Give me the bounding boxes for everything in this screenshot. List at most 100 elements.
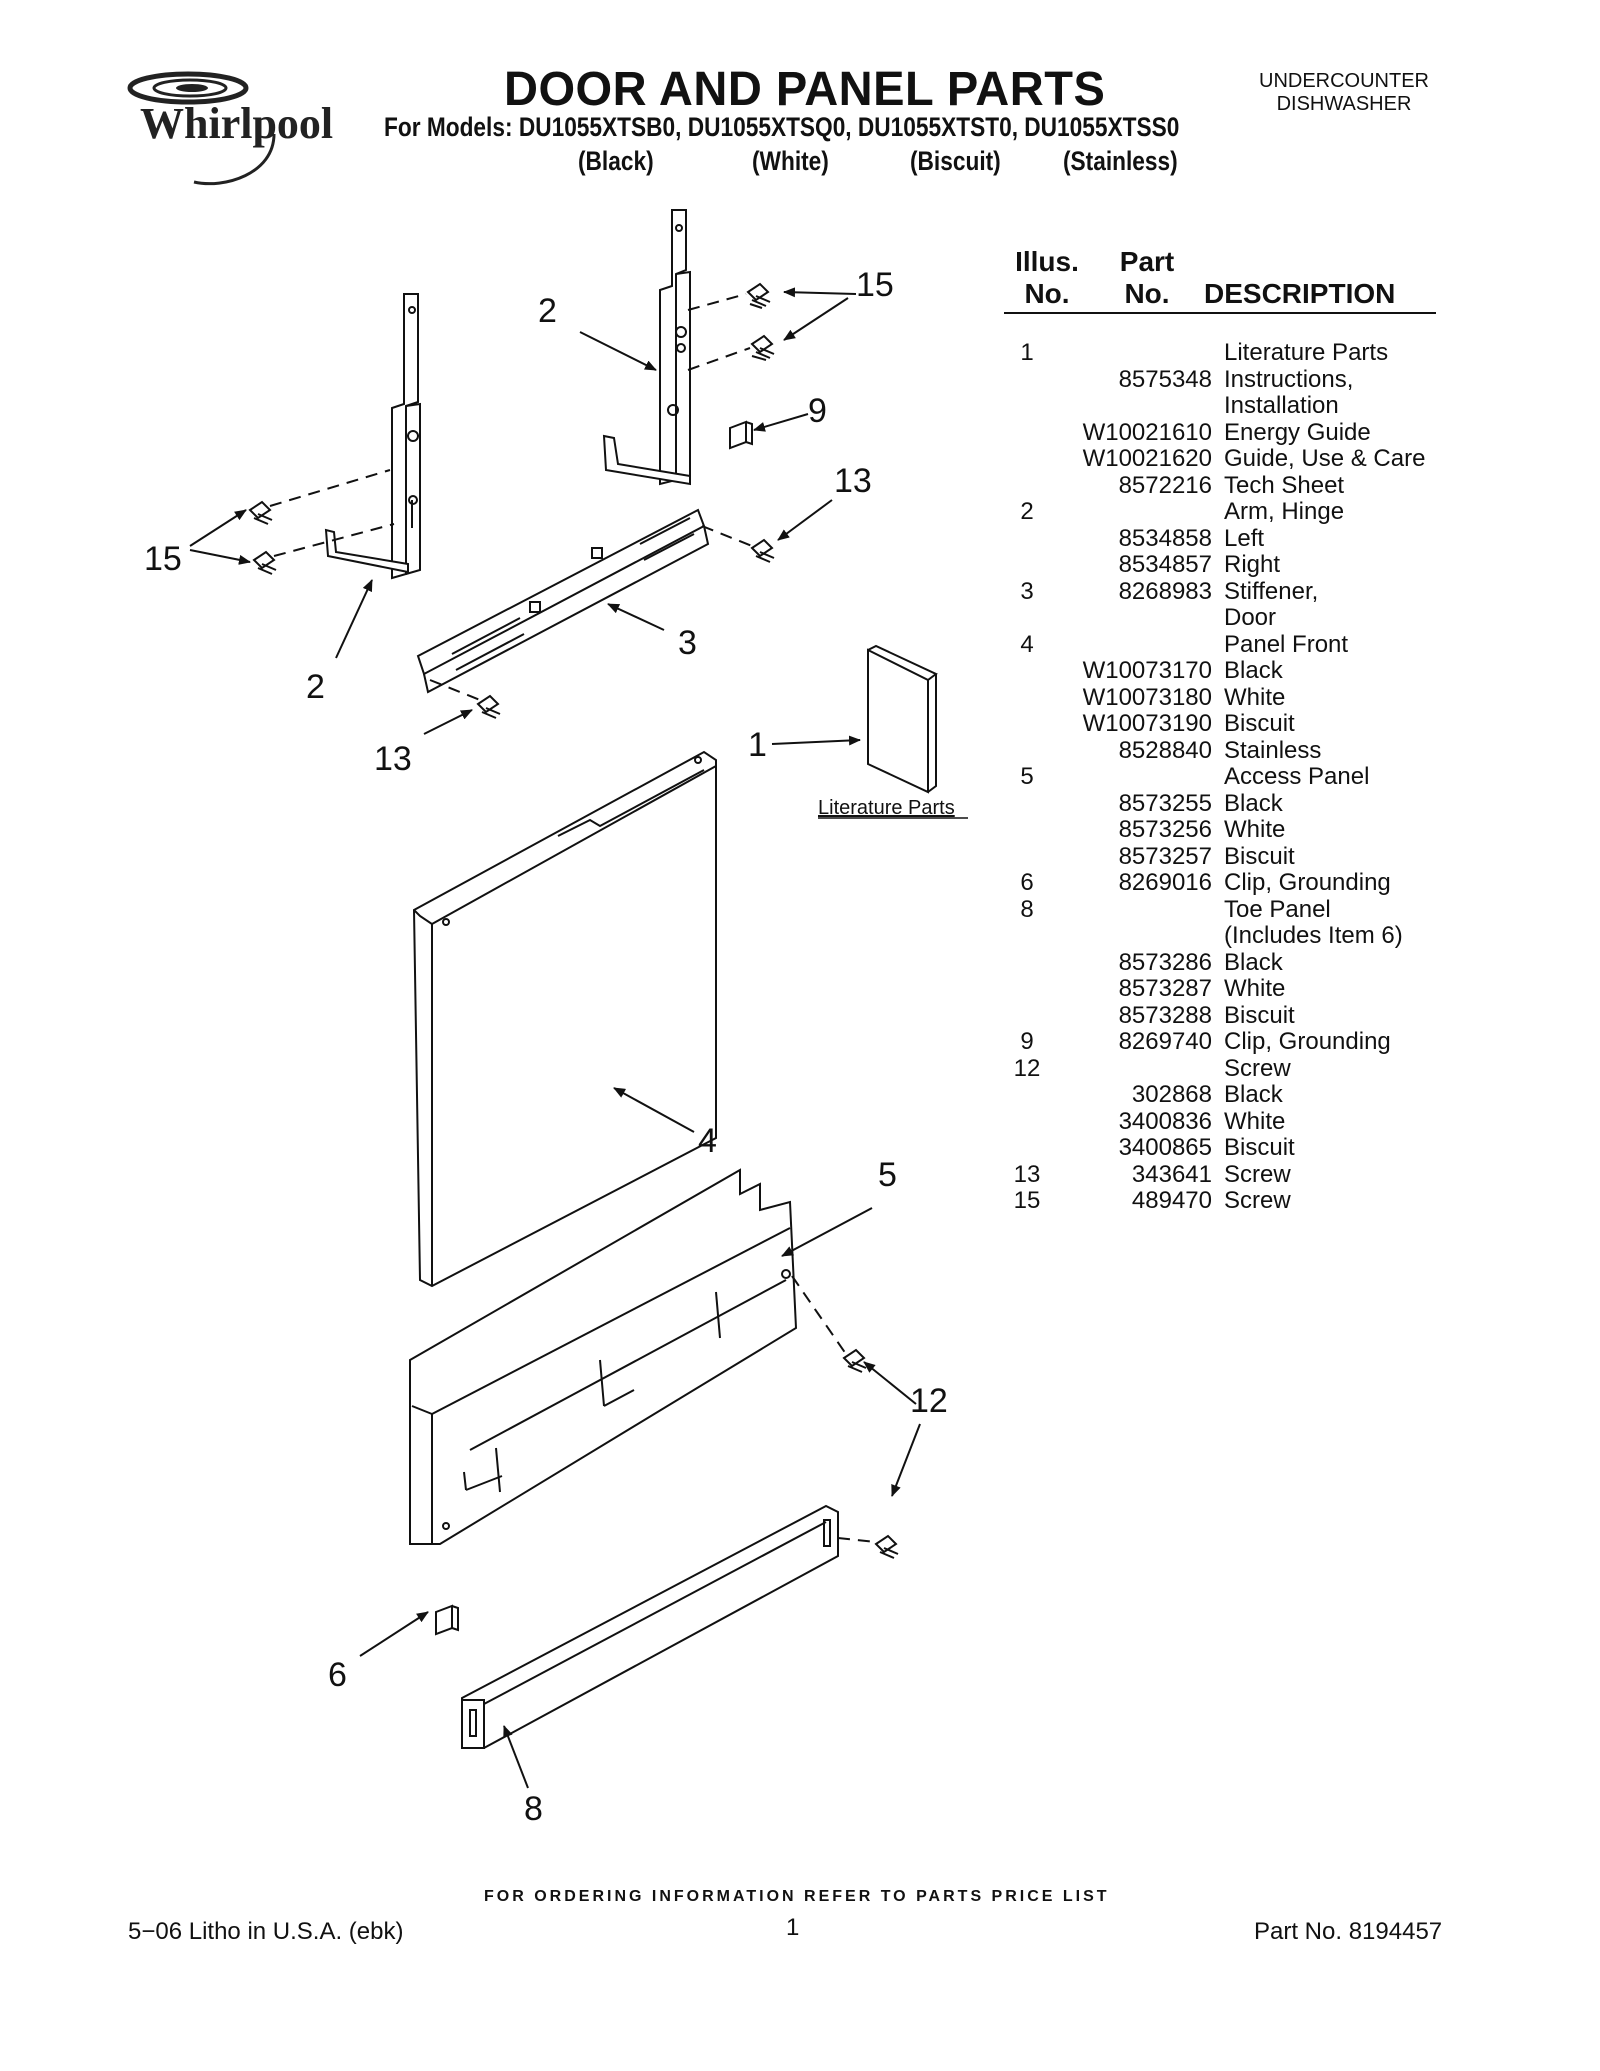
callout-13-top: 13 xyxy=(834,462,872,500)
row-illus-number: 2 xyxy=(1020,498,1034,525)
table-row: 5 Access Panel xyxy=(1002,763,1442,791)
table-row: 3400836 White xyxy=(1002,1107,1442,1136)
table-row: 8573288 Biscuit xyxy=(1002,1001,1442,1030)
literature-parts-box xyxy=(867,644,938,794)
row-description: Screw xyxy=(1224,1160,1291,1188)
row-description: Access Panel xyxy=(1224,763,1370,790)
row-part-number: 8269016 xyxy=(1118,869,1212,896)
screw-13-left xyxy=(476,694,501,719)
table-row: 8534858 Left xyxy=(1002,524,1442,553)
row-illus-number: 6 xyxy=(1020,869,1034,896)
row-part-number: 489470 xyxy=(1131,1187,1212,1214)
row-description: Biscuit xyxy=(1224,1001,1295,1029)
grounding-clip-6 xyxy=(435,1604,459,1636)
toe-panel-8 xyxy=(461,1504,839,1750)
product-type-line2: DISHWASHER xyxy=(1276,93,1412,115)
screw-15-left-b xyxy=(252,550,277,575)
callout-12: 12 xyxy=(910,1382,948,1420)
table-row: Door xyxy=(1002,604,1442,632)
row-description: White xyxy=(1224,816,1286,843)
row-part-number: 8534858 xyxy=(1118,524,1212,552)
row-part-number: 3400865 xyxy=(1118,1134,1212,1161)
row-illus-number: 15 xyxy=(1013,1187,1041,1214)
row-description: Energy Guide xyxy=(1224,418,1371,446)
row-description: Arm, Hinge xyxy=(1224,498,1345,525)
row-description: Screw xyxy=(1224,1187,1291,1214)
row-illus-number: 5 xyxy=(1020,763,1034,790)
row-part-number: 8573288 xyxy=(1118,1001,1212,1029)
table-row: 8573256 White xyxy=(1002,816,1442,844)
table-row: 8 Toe Panel xyxy=(1002,895,1442,924)
callout-1: 1 xyxy=(748,726,767,764)
litho-info: 5−06 Litho in U.S.A. (ebk) xyxy=(128,1918,404,1945)
table-row: 6 8269016 Clip, Grounding xyxy=(1002,869,1442,897)
literature-parts-label: Literature Parts xyxy=(818,797,955,819)
row-illus-number: 1 xyxy=(1020,339,1034,366)
row-part-number: 8573287 xyxy=(1118,975,1212,1002)
callout-6: 6 xyxy=(328,1656,347,1694)
row-part-number: 8573256 xyxy=(1118,816,1212,843)
brand-name: Whirlpool xyxy=(140,99,334,148)
table-row: 15 489470 Screw xyxy=(1002,1187,1442,1215)
screw-15-top-a xyxy=(746,282,771,309)
row-illus-number: 4 xyxy=(1020,630,1034,658)
callout-3: 3 xyxy=(678,624,697,662)
table-row: 8573287 White xyxy=(1002,975,1442,1003)
table-row: 8573286 Black xyxy=(1002,948,1442,977)
row-description: White xyxy=(1224,975,1286,1002)
row-description: Left xyxy=(1224,524,1265,552)
callout-2-top: 2 xyxy=(538,292,557,330)
screw-15-top-b xyxy=(750,334,775,361)
row-part-number: W10073190 xyxy=(1082,710,1212,737)
row-description: Tech Sheet xyxy=(1224,471,1345,499)
row-part-number: 3400836 xyxy=(1118,1107,1212,1135)
exploded-diagram: 15 2 9 13 15 3 2 13 1 4 5 12 6 8 Literat… xyxy=(144,209,968,1828)
callout-15-left: 15 xyxy=(144,540,182,578)
row-illus-number: 3 xyxy=(1020,577,1034,605)
row-description: Biscuit xyxy=(1224,710,1295,737)
row-description: Instructions, xyxy=(1224,365,1354,393)
table-row: Installation xyxy=(1002,392,1442,420)
row-description: White xyxy=(1224,1107,1286,1135)
row-description: Black xyxy=(1224,948,1283,976)
row-description: Black xyxy=(1224,657,1283,684)
row-description: Door xyxy=(1224,604,1277,631)
table-row: W10073170 Black xyxy=(1002,657,1442,685)
row-part-number: 343641 xyxy=(1131,1160,1212,1188)
header-illus-bottom: No. xyxy=(1024,278,1070,309)
ordering-note: FOR ORDERING INFORMATION REFER TO PARTS … xyxy=(484,1888,1110,1905)
row-part-number: W10073170 xyxy=(1082,657,1212,684)
product-type-line1: UNDERCOUNTER xyxy=(1259,70,1429,92)
hinge-arm-right xyxy=(602,209,691,486)
callout-15-top: 15 xyxy=(856,266,894,304)
door-stiffener-3 xyxy=(416,508,710,694)
row-description: Clip, Grounding xyxy=(1224,869,1391,896)
header-part: Part No. xyxy=(1112,246,1182,310)
document-part-number: Part No. 8194457 xyxy=(1254,1918,1443,1945)
model-color-stainless: (Stainless) xyxy=(1063,146,1178,176)
row-part-number: 8528840 xyxy=(1118,736,1212,764)
row-description: Toe Panel xyxy=(1224,895,1331,923)
row-description: White xyxy=(1224,683,1286,711)
row-illus-number: 8 xyxy=(1020,895,1034,923)
header-illus: Illus. No. xyxy=(1012,246,1082,310)
screw-12-b xyxy=(874,1534,899,1559)
screw-15-left-a xyxy=(248,500,273,525)
row-description: Screw xyxy=(1224,1054,1291,1082)
row-part-number: 8572216 xyxy=(1118,471,1212,499)
row-part-number: 8573286 xyxy=(1118,948,1212,976)
row-description: Right xyxy=(1224,551,1281,578)
callout-2-left: 2 xyxy=(306,668,325,706)
page-number: 1 xyxy=(786,1914,800,1941)
header-illus-top: Illus. xyxy=(1015,246,1079,277)
